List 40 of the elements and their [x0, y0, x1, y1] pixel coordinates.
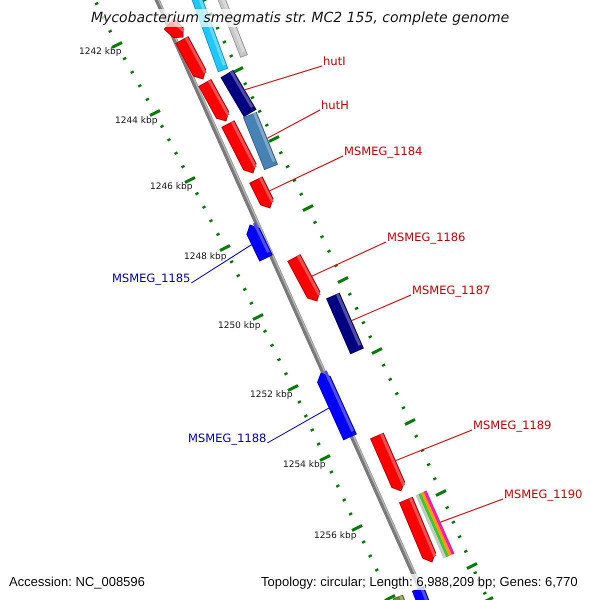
scale-label: 1244 kbp — [115, 116, 158, 127]
scale-label: 1256 kbp — [314, 531, 356, 542]
scale-label: 1250 kbp — [218, 321, 260, 332]
leader-line — [190, 244, 252, 284]
gene-label: hutH — [321, 98, 349, 112]
leader-line — [266, 110, 320, 139]
leader-line — [440, 498, 504, 523]
gene-label: MSMEG_1184 — [344, 144, 422, 158]
gene-block — [416, 490, 454, 558]
leader-line — [268, 156, 344, 192]
title: Mycobacterium smegmatis str. MC2 155, complete genome — [91, 9, 510, 27]
leader-line — [394, 430, 472, 462]
gene-label: MSMEG_1188 — [188, 431, 266, 445]
gene-label: hutI — [323, 54, 346, 68]
gene-block — [221, 120, 257, 174]
scale-label: 1246 kbp — [150, 182, 192, 193]
leader-line — [244, 66, 322, 90]
gene-block — [175, 36, 207, 80]
gene-block — [246, 222, 273, 262]
gene-label: MSMEG_1189 — [473, 418, 552, 432]
gene-label: MSMEG_1187 — [412, 283, 490, 297]
gene-label: MSMEG_1186 — [387, 230, 466, 244]
gene-block — [398, 496, 436, 563]
gene-block — [287, 254, 321, 302]
leader-line — [266, 407, 330, 444]
gene-block — [198, 79, 230, 122]
gene-label: MSMEG_1190 — [504, 487, 582, 501]
scale-label: 1252 kbp — [250, 390, 292, 401]
info-text: Accession: NC_008596 — [9, 574, 145, 590]
scale-label: 1242 kbp — [79, 47, 122, 58]
gene-label: MSMEG_1185 — [112, 271, 190, 285]
scale-label: 1248 kbp — [184, 252, 226, 263]
scale-label: 1254 kbp — [283, 460, 326, 471]
leader-line — [311, 242, 386, 277]
gene-block — [326, 292, 364, 354]
gene-block — [317, 370, 357, 440]
info-text: Topology: circular; Length: 6,988,209 bp; Genes: 6,770 — [261, 574, 578, 590]
gene-block — [249, 176, 274, 208]
leader-line — [350, 294, 412, 322]
gene-block — [370, 432, 406, 492]
